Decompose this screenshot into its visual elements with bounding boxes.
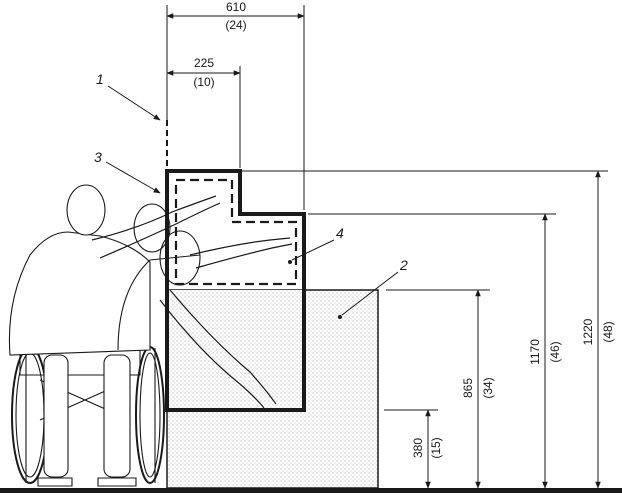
dim-width-225: 225 (10) <box>166 56 241 168</box>
dim-height-1220: 1220 (48) <box>242 170 615 489</box>
callout-3: 3 <box>94 149 161 194</box>
wheelchair-user-figure <box>8 184 293 487</box>
dim-1170-in: (46) <box>548 341 562 362</box>
dim-height-1170: 1170 (46) <box>308 213 562 489</box>
figure-head <box>66 184 106 236</box>
wheelchair-wheel-rear <box>11 346 49 484</box>
dim-1170-mm: 1170 <box>528 339 542 365</box>
dim-height-865: 865 (34) <box>386 289 495 489</box>
svg-text:1: 1 <box>96 71 104 87</box>
svg-text:4: 4 <box>336 225 344 241</box>
callout-2: 2 <box>341 257 408 316</box>
dim-865-mm: 865 <box>461 378 475 398</box>
svg-text:3: 3 <box>94 149 102 165</box>
dim-width-610: 610 (24) <box>166 0 305 210</box>
dim-610-in: (24) <box>225 18 246 32</box>
svg-text:2: 2 <box>399 257 408 273</box>
dim-380-mm: 380 <box>411 438 425 458</box>
dim-height-380: 380 (15) <box>384 409 443 489</box>
dim-380-in: (15) <box>429 437 443 458</box>
dim-225-mm: 225 <box>194 56 214 70</box>
reach-zone-box <box>165 169 306 412</box>
callout-4: 4 <box>291 225 344 261</box>
dim-1220-in: (48) <box>601 321 615 342</box>
floor-line <box>0 488 622 493</box>
dim-225-in: (10) <box>193 75 214 89</box>
dim-610-mm: 610 <box>226 0 246 14</box>
reach-boundary-dashed <box>174 178 298 286</box>
target-point-2 <box>338 315 342 319</box>
dim-1220-mm: 1220 <box>581 318 595 345</box>
callout-1: 1 <box>96 71 161 121</box>
dim-865-in: (34) <box>481 377 495 398</box>
target-point-4 <box>288 260 292 264</box>
